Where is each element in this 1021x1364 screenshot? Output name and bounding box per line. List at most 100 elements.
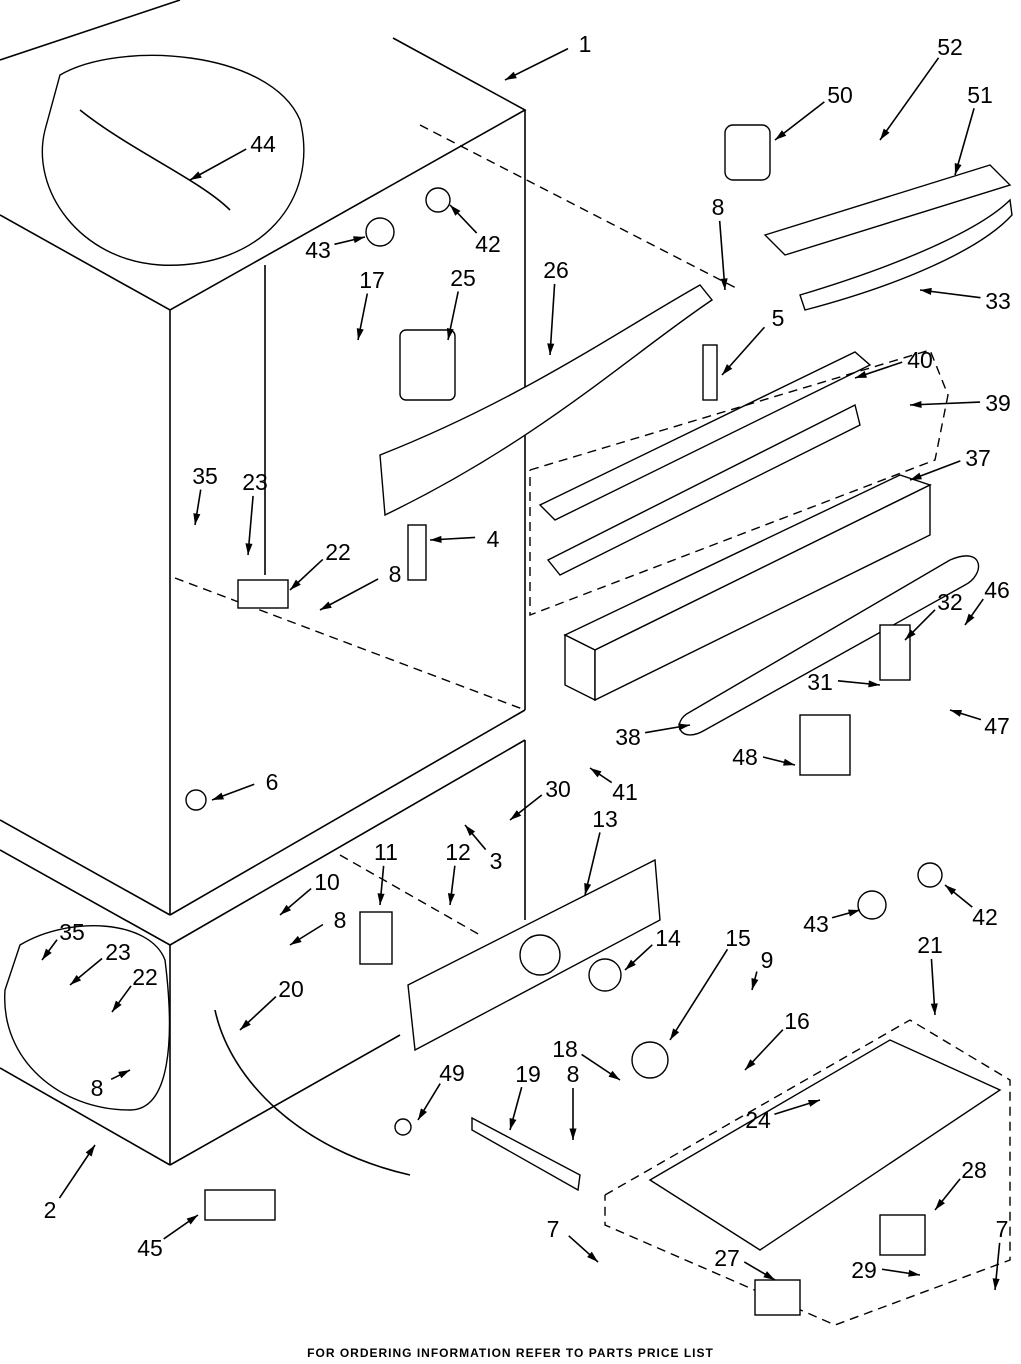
part-callout: 23 xyxy=(242,469,268,495)
fan-motor-15 xyxy=(632,1042,668,1078)
part-callout: 23 xyxy=(105,939,131,965)
part-callout: 26 xyxy=(543,257,569,283)
arrowhead xyxy=(608,1071,620,1080)
part-callout: 3 xyxy=(490,848,503,874)
part-callout: 11 xyxy=(374,839,398,865)
part-callout: 37 xyxy=(965,445,991,471)
part-4 xyxy=(408,525,426,580)
part-callout: 18 xyxy=(552,1036,578,1062)
arrowhead xyxy=(320,601,332,610)
part-5 xyxy=(703,345,717,400)
part-callout: 2 xyxy=(44,1197,57,1223)
part-callout: 43 xyxy=(305,237,331,263)
part-callout: 1 xyxy=(579,31,592,57)
part-callout: 32 xyxy=(937,589,963,615)
part-callout: 38 xyxy=(615,724,641,750)
arrowhead xyxy=(357,328,364,340)
part-callout: 22 xyxy=(132,964,158,990)
part-27 xyxy=(755,1280,800,1315)
part-callout: 8 xyxy=(334,907,347,933)
part-callout: 10 xyxy=(314,869,340,895)
arrowhead xyxy=(190,171,202,180)
arrowhead xyxy=(868,680,880,687)
part-callout: 7 xyxy=(996,1216,1009,1242)
part-callout: 47 xyxy=(984,713,1010,739)
part-callout: 7 xyxy=(547,1216,560,1242)
part-callout: 35 xyxy=(59,919,85,945)
part-callout: 30 xyxy=(545,776,571,802)
ordering-note: FOR ORDERING INFORMATION REFER TO PARTS … xyxy=(0,1346,1021,1360)
part-callout: 6 xyxy=(266,769,279,795)
part-callout: 49 xyxy=(439,1060,465,1086)
part-callout: 8 xyxy=(712,194,725,220)
part-callout: 8 xyxy=(91,1075,104,1101)
part-11 xyxy=(360,912,392,964)
wire-harness-20 xyxy=(215,1010,410,1175)
arrowhead xyxy=(378,893,385,905)
part-callout: 39 xyxy=(985,390,1011,416)
arrowhead xyxy=(908,1270,920,1277)
arrowhead xyxy=(910,473,922,480)
part-6 xyxy=(186,790,206,810)
arrowhead xyxy=(848,910,860,917)
part-50 xyxy=(725,125,770,180)
sensor-inset xyxy=(5,926,170,1110)
socket-42b xyxy=(918,863,942,887)
arrowhead xyxy=(430,536,442,543)
part-callout: 46 xyxy=(984,577,1010,603)
arrowhead xyxy=(505,72,517,80)
part-callout: 33 xyxy=(985,288,1011,314)
wiring-inset xyxy=(42,55,303,265)
arrowhead xyxy=(880,129,890,140)
part-callout: 9 xyxy=(761,947,774,973)
part-callout: 50 xyxy=(827,82,853,108)
arrowhead xyxy=(212,793,224,800)
arrowhead xyxy=(353,236,365,243)
part-callout: 20 xyxy=(278,976,304,1002)
part-callout: 35 xyxy=(192,463,218,489)
part-callout: 15 xyxy=(725,925,751,951)
arrowhead xyxy=(670,1028,679,1040)
arrowhead xyxy=(42,949,52,960)
wire-harness-44 xyxy=(80,110,230,210)
part-19 xyxy=(472,1118,580,1190)
part-callout: 42 xyxy=(972,904,998,930)
part-48 xyxy=(800,715,850,775)
part-45 xyxy=(205,1190,275,1220)
arrowhead xyxy=(751,978,758,990)
part-callout: 40 xyxy=(907,347,933,373)
part-callout: 41 xyxy=(612,779,638,805)
part-callout: 27 xyxy=(714,1245,740,1271)
part-callout: 31 xyxy=(807,669,833,695)
arrowhead xyxy=(118,1070,130,1078)
part-callout: 13 xyxy=(592,806,618,832)
part-callout: 28 xyxy=(961,1157,987,1183)
arrowhead xyxy=(418,1108,427,1120)
bulb-43b xyxy=(858,891,886,919)
part-callout: 51 xyxy=(967,82,993,108)
part-callout: 44 xyxy=(250,131,276,157)
arrowhead xyxy=(993,1278,1000,1290)
part-callout: 22 xyxy=(325,539,351,565)
part-49 xyxy=(395,1119,411,1135)
part-callout: 14 xyxy=(655,925,681,951)
part-callout: 52 xyxy=(937,34,963,60)
part-callout: 4 xyxy=(487,526,500,552)
arrowhead xyxy=(112,1001,122,1012)
part-callout: 43 xyxy=(803,911,829,937)
part-28 xyxy=(880,1215,925,1255)
leader-line xyxy=(670,949,727,1040)
part-25 xyxy=(400,330,455,400)
arrowhead xyxy=(783,759,795,766)
arrowhead xyxy=(193,513,200,525)
arrowhead xyxy=(86,1145,95,1156)
part-callout: 19 xyxy=(515,1061,541,1087)
part-callout: 8 xyxy=(567,1061,580,1087)
arrowhead xyxy=(965,614,974,625)
arrowhead xyxy=(590,768,601,777)
part-callout: 29 xyxy=(851,1257,877,1283)
arrowhead xyxy=(290,936,302,945)
part-callout: 16 xyxy=(784,1008,810,1034)
arrowhead xyxy=(187,1215,198,1224)
